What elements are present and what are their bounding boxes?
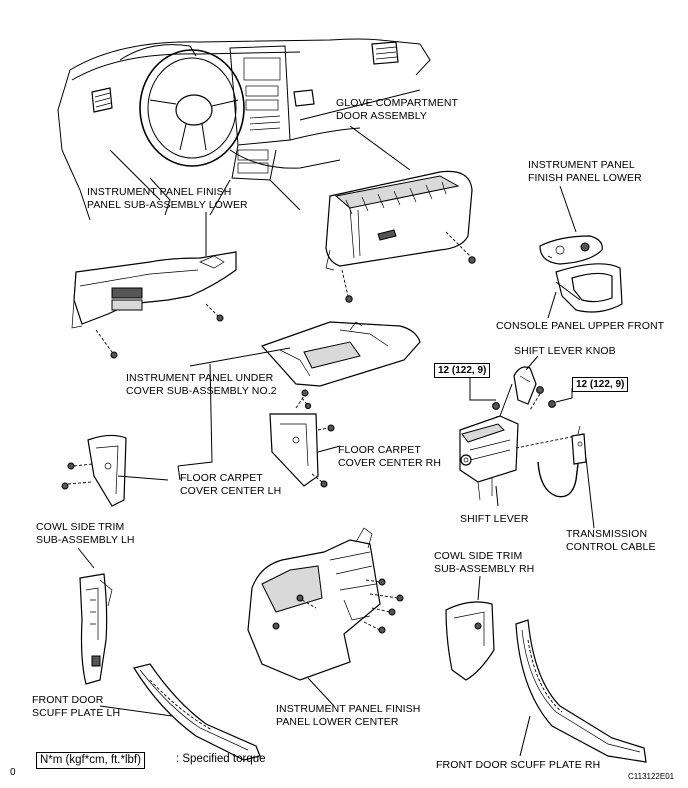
label-line: COVER CENTER RH: [338, 457, 442, 469]
label-line: SHIFT LEVER KNOB: [514, 345, 616, 357]
floor-carpet-rh-drawing: [269, 389, 335, 488]
glove-compartment-drawing: [325, 170, 476, 303]
label-console-upper-front: CONSOLE PANEL UPPER FRONT: [496, 320, 664, 333]
label-line: PANEL LOWER CENTER: [276, 716, 399, 728]
label-shift-lever: SHIFT LEVER: [460, 513, 529, 526]
dashboard-overview: [57, 38, 431, 221]
label-line: FLOOR CARPET: [338, 444, 421, 456]
label-line: SCUFF PLATE LH: [32, 707, 121, 719]
label-line: INSTRUMENT PANEL FINISH: [87, 186, 232, 198]
label-line: CONTROL CABLE: [566, 541, 656, 553]
shift-lever-drawing: [459, 366, 587, 501]
label-line: PANEL SUB-ASSEMBLY LOWER: [87, 199, 248, 211]
legend-units-box: N*m (kgf*cm, ft.*lbf): [36, 752, 145, 769]
label-line: SUB-ASSEMBLY LH: [36, 534, 135, 546]
finish-lower-center-drawing: [247, 527, 404, 681]
floor-carpet-lh-drawing: [61, 434, 127, 507]
label-cowl-side-rh: COWL SIDE TRIM SUB-ASSEMBLY RH: [434, 550, 534, 576]
finish-panel-sub-lower-drawing: [71, 251, 237, 359]
label-floor-carpet-rh: FLOOR CARPET COVER CENTER RH: [338, 444, 441, 470]
label-line: INSTRUMENT PANEL: [528, 159, 635, 171]
label-line: DOOR ASSEMBLY: [336, 110, 427, 122]
label-under-cover: INSTRUMENT PANEL UNDER COVER SUB-ASSEMBL…: [126, 372, 277, 398]
label-line: FRONT DOOR: [32, 694, 104, 706]
label-line: COWL SIDE TRIM: [434, 550, 523, 562]
label-cowl-side-lh: COWL SIDE TRIM SUB-ASSEMBLY LH: [36, 521, 135, 547]
label-finish-panel-lower: INSTRUMENT PANEL FINISH PANEL LOWER: [528, 159, 642, 185]
label-line: CONSOLE PANEL UPPER FRONT: [496, 320, 665, 332]
leader-lines: [77, 125, 595, 757]
scuff-plate-rh-drawing: [515, 619, 647, 763]
label-front-door-scuff-lh: FRONT DOOR SCUFF PLATE LH: [32, 694, 120, 720]
label-front-door-scuff-rh: FRONT DOOR SCUFF PLATE RH: [436, 759, 600, 772]
label-line: COVER CENTER LH: [180, 485, 282, 497]
under-cover-drawing: [189, 321, 421, 387]
legend-text: : Specified torque: [176, 753, 266, 765]
label-line: INSTRUMENT PANEL UNDER: [126, 372, 274, 384]
label-line: SHIFT LEVER: [460, 513, 529, 525]
label-floor-carpet-lh: FLOOR CARPET COVER CENTER LH: [180, 472, 281, 498]
label-line: FRONT DOOR SCUFF PLATE RH: [436, 759, 601, 771]
label-line: FINISH PANEL LOWER: [528, 172, 642, 184]
label-line: SUB-ASSEMBLY RH: [434, 563, 535, 575]
label-line: GLOVE COMPARTMENT: [336, 97, 459, 109]
cowl-side-rh-drawing: [445, 601, 495, 681]
finish-panel-lower-drawing: [539, 235, 623, 313]
label-line: TRANSMISSION: [566, 528, 648, 540]
label-transmission-cable: TRANSMISSION CONTROL CABLE: [566, 528, 656, 554]
label-line: INSTRUMENT PANEL FINISH: [276, 703, 421, 715]
scuff-plate-lh-drawing: [133, 663, 261, 761]
label-line: COWL SIDE TRIM: [36, 521, 125, 533]
label-line: FLOOR CARPET: [180, 472, 263, 484]
label-finish-lower-center: INSTRUMENT PANEL FINISH PANEL LOWER CENT…: [276, 703, 420, 729]
label-line: COVER SUB-ASSEMBLY NO.2: [126, 385, 277, 397]
torque-spec-left: 12 (122, 9): [434, 363, 491, 378]
label-shift-lever-knob: SHIFT LEVER KNOB: [514, 345, 616, 358]
label-finish-panel-sub-lower: INSTRUMENT PANEL FINISH PANEL SUB-ASSEMB…: [87, 186, 248, 212]
figure-id: C113122E01: [628, 772, 675, 781]
torque-spec-right: 12 (122, 9): [572, 377, 629, 392]
cowl-side-lh-drawing: [79, 573, 113, 685]
corner-mark: 0: [10, 767, 16, 778]
label-glove-compartment: GLOVE COMPARTMENT DOOR ASSEMBLY: [336, 97, 458, 123]
